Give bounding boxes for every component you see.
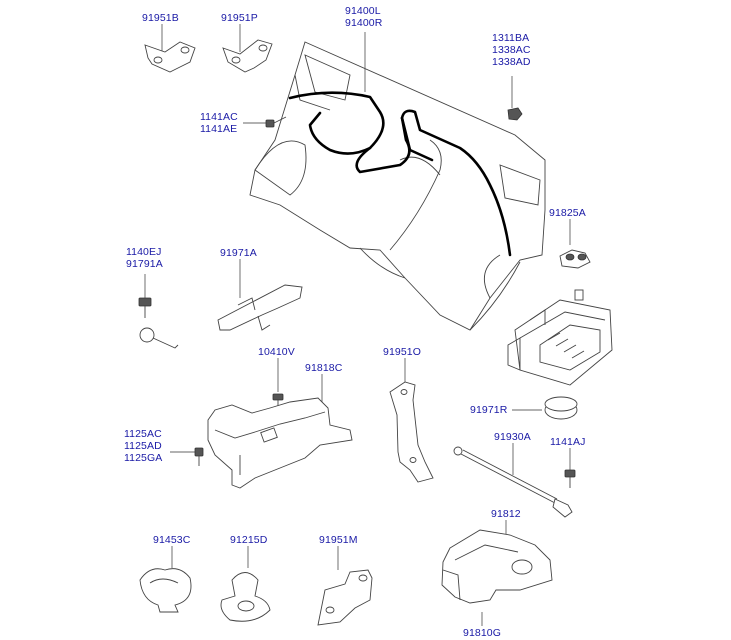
bolt-v bbox=[272, 393, 284, 409]
callout-bolt-v: 10410V bbox=[258, 346, 295, 358]
fuse-box bbox=[507, 289, 613, 386]
battery-cable bbox=[453, 446, 573, 518]
bracket-b bbox=[144, 41, 196, 73]
clip-a bbox=[559, 249, 591, 269]
callout-main-harness: 91400L 91400R bbox=[345, 5, 383, 29]
ground-bolt bbox=[138, 297, 179, 349]
callout-nut: 1311BA 1338AC 1338AD bbox=[492, 32, 531, 68]
callout-connector-bracket: 91818C bbox=[305, 362, 343, 374]
cover bbox=[441, 529, 553, 604]
bracket-o bbox=[389, 381, 434, 483]
main-harness-wires bbox=[288, 91, 512, 257]
callout-cover: 91812 bbox=[491, 508, 521, 520]
connector-bracket bbox=[207, 397, 353, 489]
callout-bracket-p: 91951P bbox=[221, 12, 258, 24]
callout-grommet: 91971R bbox=[470, 404, 508, 416]
callout-screw-aj: 1141AJ bbox=[550, 436, 586, 448]
callout-protector-a: 91971A bbox=[220, 247, 257, 259]
screw-top bbox=[265, 116, 287, 128]
protector-a bbox=[217, 284, 303, 331]
callout-ground-bolt: 1140EJ 91791A bbox=[126, 246, 163, 270]
nut bbox=[507, 107, 523, 121]
clamp-c bbox=[139, 568, 192, 613]
screw-aj bbox=[564, 469, 576, 488]
callout-screws-mid: 1125AC 1125AD 1125GA bbox=[124, 428, 163, 464]
body-panel bbox=[249, 41, 546, 331]
leader-lines bbox=[144, 24, 571, 626]
callout-cover-g: 91810G bbox=[463, 627, 501, 639]
grommet-d bbox=[220, 572, 271, 622]
bracket-m bbox=[317, 569, 373, 626]
callout-battery-cable: 91930A bbox=[494, 431, 531, 443]
grommet bbox=[544, 396, 578, 420]
callout-bracket-o: 91951O bbox=[383, 346, 421, 358]
callout-grommet-d: 91215D bbox=[230, 534, 268, 546]
callout-screw-top: 1141AC 1141AE bbox=[200, 111, 238, 135]
callout-clamp-c: 91453C bbox=[153, 534, 191, 546]
bracket-p bbox=[222, 39, 273, 73]
callout-bracket-b: 91951B bbox=[142, 12, 179, 24]
callout-bracket-m: 91951M bbox=[319, 534, 358, 546]
screws-mid bbox=[194, 447, 204, 466]
callout-clip-a: 91825A bbox=[549, 207, 586, 219]
